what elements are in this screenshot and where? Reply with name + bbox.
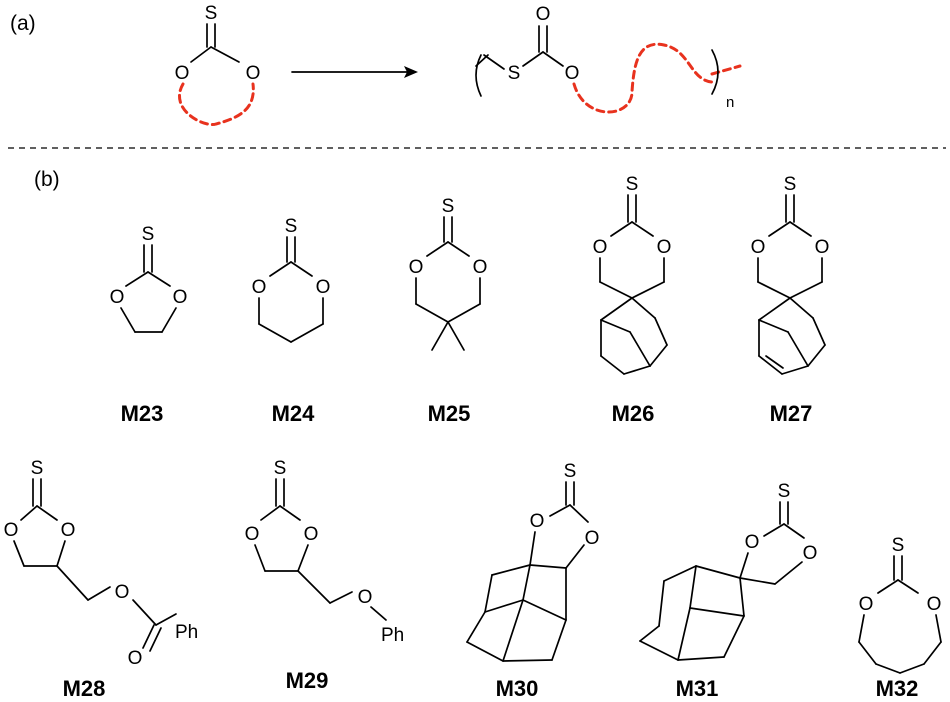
atom-s: S [626, 174, 639, 195]
monomer-m24: S O O [252, 216, 331, 343]
monomer-m27: S O O [751, 174, 830, 375]
atom-o: O [245, 524, 260, 545]
atom-o: O [657, 237, 672, 258]
label-m30: M30 [496, 676, 539, 701]
atom-o: O [593, 237, 608, 258]
monomer-m31: S O O [639, 481, 818, 661]
atom-o: O [927, 594, 942, 615]
monomer-m30: S O O [466, 461, 600, 662]
atom-o: O [565, 63, 580, 84]
phenyl-group: Ph [381, 625, 404, 646]
atom-o: O [751, 237, 766, 258]
atom-o: O [859, 594, 874, 615]
atom-s: S [442, 196, 455, 217]
atom-o: O [173, 287, 188, 308]
atom-o: O [110, 287, 125, 308]
chain-backbone-highlight [572, 42, 714, 114]
atom-o: O [473, 257, 488, 278]
atom-s: S [31, 458, 44, 479]
monomer-m28: S O O O O Ph [4, 458, 199, 669]
atom-o: O [61, 520, 76, 541]
atom-o: O [252, 277, 267, 298]
label-m32: M32 [876, 676, 919, 701]
reaction-arrow [291, 66, 418, 78]
monomer-m29: S O O O Ph [245, 458, 405, 646]
atom-o: O [115, 582, 130, 603]
atom-s: S [274, 458, 287, 479]
label-m31: M31 [676, 676, 719, 701]
label-m23: M23 [121, 401, 164, 426]
label-m24: M24 [272, 401, 316, 426]
atom-s: S [778, 481, 791, 502]
atom-s: S [892, 535, 905, 556]
monomer-m32: S O O [858, 535, 942, 674]
label-m28: M28 [63, 676, 106, 701]
atom-s: S [508, 63, 521, 84]
atom-o: O [4, 520, 19, 541]
atom-o: O [530, 511, 545, 532]
atom-o: O [246, 63, 261, 84]
panel-label-a: (a) [10, 12, 36, 35]
atom-s: S [784, 174, 797, 195]
atom-s: S [564, 461, 577, 482]
atom-o: O [128, 648, 143, 669]
atom-o: O [585, 528, 600, 549]
atom-o: O [803, 543, 818, 564]
bracket-right [711, 49, 719, 95]
atom-o: O [304, 524, 319, 545]
label-m27: M27 [770, 401, 813, 426]
atom-o: O [536, 4, 551, 25]
bracket-left [475, 54, 482, 97]
atom-o: O [815, 237, 830, 258]
monomer-m26: S O O [593, 174, 672, 375]
monomer-m23: S O O [110, 224, 188, 333]
atom-s: S [142, 224, 155, 245]
product-polythiocarbonate: S O O n [475, 4, 742, 114]
phenyl-group: Ph [175, 622, 198, 643]
atom-o: O [745, 532, 760, 553]
atom-o: O [175, 63, 190, 84]
atom-o: O [409, 257, 424, 278]
label-m29: M29 [286, 668, 329, 693]
atom-s: S [205, 3, 218, 24]
label-m26: M26 [612, 401, 655, 426]
atom-o: O [316, 277, 331, 298]
panel-label-b: (b) [34, 168, 60, 191]
atom-o: O [358, 587, 373, 608]
label-m25: M25 [428, 401, 471, 426]
ring-backbone-highlight [178, 82, 255, 127]
chain-end-highlight [710, 64, 742, 76]
repeat-subscript: n [726, 94, 734, 111]
reactant-cyclic-thionocarbonate: S O O [175, 3, 261, 127]
monomer-m25: S O O [409, 196, 488, 351]
atom-s: S [285, 216, 298, 237]
